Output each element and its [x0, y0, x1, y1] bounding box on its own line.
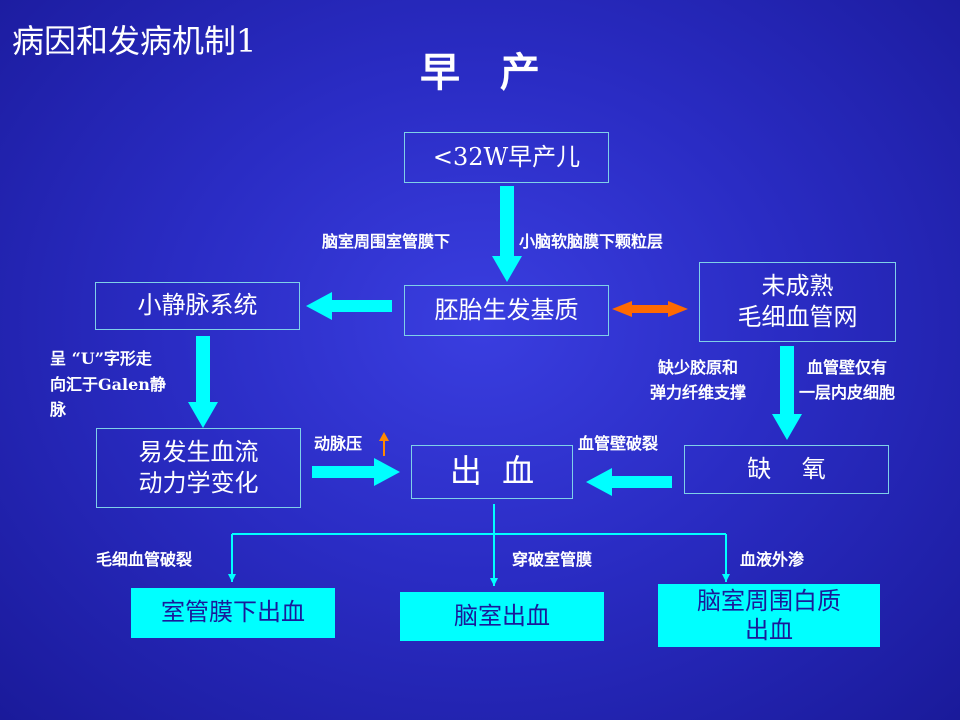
- hemorrhage-box: 出 血: [411, 445, 573, 499]
- label-collagen-line2: 弹力纤维支撑: [650, 382, 747, 402]
- double-arrow-matrix-immature: [612, 301, 688, 317]
- arrow-matrix-to-venules: [306, 292, 392, 320]
- label-u-shape: 呈 “U”字形走 向汇于Galen静 脉: [50, 346, 166, 423]
- germinal-matrix-box: 胚胎生发基质: [404, 285, 609, 336]
- venules-label: 小静脉系统: [137, 291, 258, 320]
- hypoxia-box: 缺 氧: [684, 445, 889, 494]
- label-endothelium-line2: 一层内皮细胞: [799, 382, 896, 402]
- label-endothelium-line1: 血管壁仅有: [807, 358, 888, 377]
- periventricular-label-line1: 脑室周围白质: [697, 586, 841, 615]
- immature-capillary-box: 未成熟 毛细血管网: [699, 262, 896, 342]
- intraventricular-hemorrhage-box: 脑室出血: [400, 592, 604, 641]
- hemodynamics-label-line2: 动力学变化: [138, 469, 259, 497]
- arrow-preterm-to-matrix: [492, 186, 522, 282]
- arrow-venules-to-hemodynamics: [188, 336, 218, 428]
- label-u-shape-line3: 脉: [50, 400, 67, 420]
- branch-tree: [228, 504, 730, 586]
- label-cerebellar-granular: 小脑软脑膜下颗粒层: [519, 232, 664, 251]
- arrow-hypoxia-to-hemorrhage: [586, 468, 672, 496]
- hemodynamics-box: 易发生血流 动力学变化: [96, 428, 301, 508]
- preterm-label: <32W早产儿: [432, 142, 581, 171]
- venules-box: 小静脉系统: [95, 282, 300, 330]
- arrow-hemodynamics-to-hemorrhage: [312, 458, 400, 486]
- label-ependyma-penetration: 穿破室管膜: [512, 550, 593, 569]
- immature-label-line2: 毛细血管网: [737, 303, 858, 331]
- label-u-shape-line2: 向汇于Galen静: [50, 374, 166, 394]
- section-title: 病因和发病机制1: [12, 22, 257, 60]
- subependymal-label: 室管膜下出血: [161, 598, 305, 627]
- arrow-immature-to-hypoxia: [772, 346, 802, 440]
- label-capillary-rupture: 毛细血管破裂: [96, 550, 193, 569]
- label-periventricular-subependymal: 脑室周围室管膜下: [322, 232, 451, 251]
- label-endothelium: 血管壁仅有 一层内皮细胞: [799, 356, 895, 406]
- label-collagen: 缺少胶原和 弹力纤维支撑: [650, 356, 746, 406]
- subependymal-hemorrhage-box: 室管膜下出血: [131, 588, 335, 638]
- label-u-shape-line1: 呈 “U”字形走: [50, 349, 152, 368]
- hemorrhage-label: 出 血: [449, 452, 535, 491]
- label-collagen-line1: 缺少胶原和: [658, 358, 739, 377]
- hypoxia-label: 缺 氧: [747, 454, 826, 483]
- germinal-matrix-label: 胚胎生发基质: [434, 295, 579, 324]
- periventricular-label-line2: 出血: [745, 615, 793, 644]
- preterm-box: <32W早产儿: [404, 132, 609, 183]
- label-blood-leak: 血液外渗: [740, 550, 805, 569]
- main-title: 早 产: [420, 49, 544, 96]
- periventricular-hemorrhage-box: 脑室周围白质 出血: [658, 584, 880, 647]
- label-arterial-pressure: 动脉压: [314, 434, 363, 453]
- immature-label-line1: 未成熟: [761, 271, 834, 300]
- hemodynamics-label-line1: 易发生血流: [138, 437, 259, 466]
- label-wall-rupture: 血管壁破裂: [578, 434, 659, 453]
- intraventricular-label: 脑室出血: [454, 601, 550, 630]
